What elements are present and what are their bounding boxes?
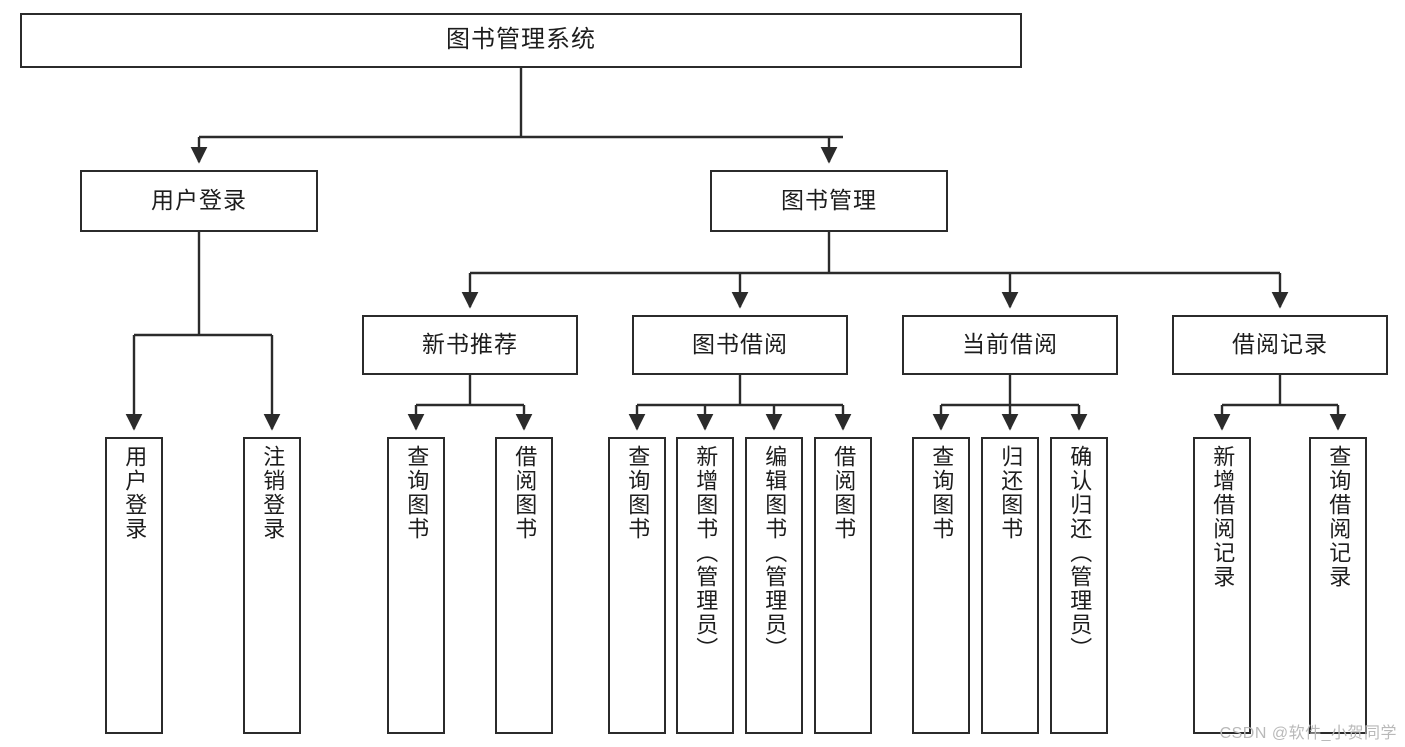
node-book-management[interactable]: 图书管理 — [710, 170, 948, 232]
csdn-watermark: CSDN @软件_小贺同学 — [1219, 725, 1397, 742]
leaf-query-borrow-record[interactable]: 查询借阅记录 — [1309, 437, 1367, 734]
node-label: 注销登录 — [260, 445, 286, 541]
node-user-login[interactable]: 用户登录 — [80, 170, 318, 232]
leaf-query-book-recommend[interactable]: 查询图书 — [387, 437, 445, 734]
node-label: 用户登录 — [122, 445, 148, 541]
leaf-edit-book-admin[interactable]: 编辑图书（管理员） — [745, 437, 803, 734]
node-label: 图书借阅 — [692, 331, 788, 358]
node-current-borrow[interactable]: 当前借阅 — [902, 315, 1118, 375]
node-label: 查询图书 — [929, 445, 955, 541]
node-label: 当前借阅 — [962, 331, 1058, 358]
node-label: 查询图书 — [625, 445, 651, 541]
leaf-return-book[interactable]: 归还图书 — [981, 437, 1039, 734]
node-label: 借阅图书 — [512, 445, 538, 541]
leaf-add-book-admin[interactable]: 新增图书（管理员） — [676, 437, 734, 734]
leaf-confirm-return-admin[interactable]: 确认归还（管理员） — [1050, 437, 1108, 734]
node-label: 借阅图书 — [831, 445, 857, 541]
node-label: 归还图书 — [998, 445, 1024, 541]
node-label: 用户登录 — [151, 187, 247, 214]
node-borrow-record[interactable]: 借阅记录 — [1172, 315, 1388, 375]
leaf-user-login[interactable]: 用户登录 — [105, 437, 163, 734]
node-label: 图书管理 — [781, 187, 877, 214]
node-label: 新增图书（管理员） — [693, 445, 719, 661]
node-label: 编辑图书（管理员） — [762, 445, 788, 661]
leaf-borrow-book-recommend[interactable]: 借阅图书 — [495, 437, 553, 734]
node-label: 借阅记录 — [1232, 331, 1328, 358]
node-label: 查询借阅记录 — [1326, 445, 1352, 589]
node-label: 新增借阅记录 — [1210, 445, 1236, 589]
node-book-borrow[interactable]: 图书借阅 — [632, 315, 848, 375]
node-label: 新书推荐 — [422, 331, 518, 358]
leaf-add-borrow-record[interactable]: 新增借阅记录 — [1193, 437, 1251, 734]
leaf-query-book-borrow[interactable]: 查询图书 — [608, 437, 666, 734]
leaf-borrow-book[interactable]: 借阅图书 — [814, 437, 872, 734]
node-root-system[interactable]: 图书管理系统 — [20, 13, 1022, 68]
leaf-logout-login[interactable]: 注销登录 — [243, 437, 301, 734]
leaf-query-book-current[interactable]: 查询图书 — [912, 437, 970, 734]
node-label: 查询图书 — [404, 445, 430, 541]
node-label: 图书管理系统 — [446, 26, 596, 54]
node-label: 确认归还（管理员） — [1067, 445, 1093, 661]
node-new-book-recommend[interactable]: 新书推荐 — [362, 315, 578, 375]
